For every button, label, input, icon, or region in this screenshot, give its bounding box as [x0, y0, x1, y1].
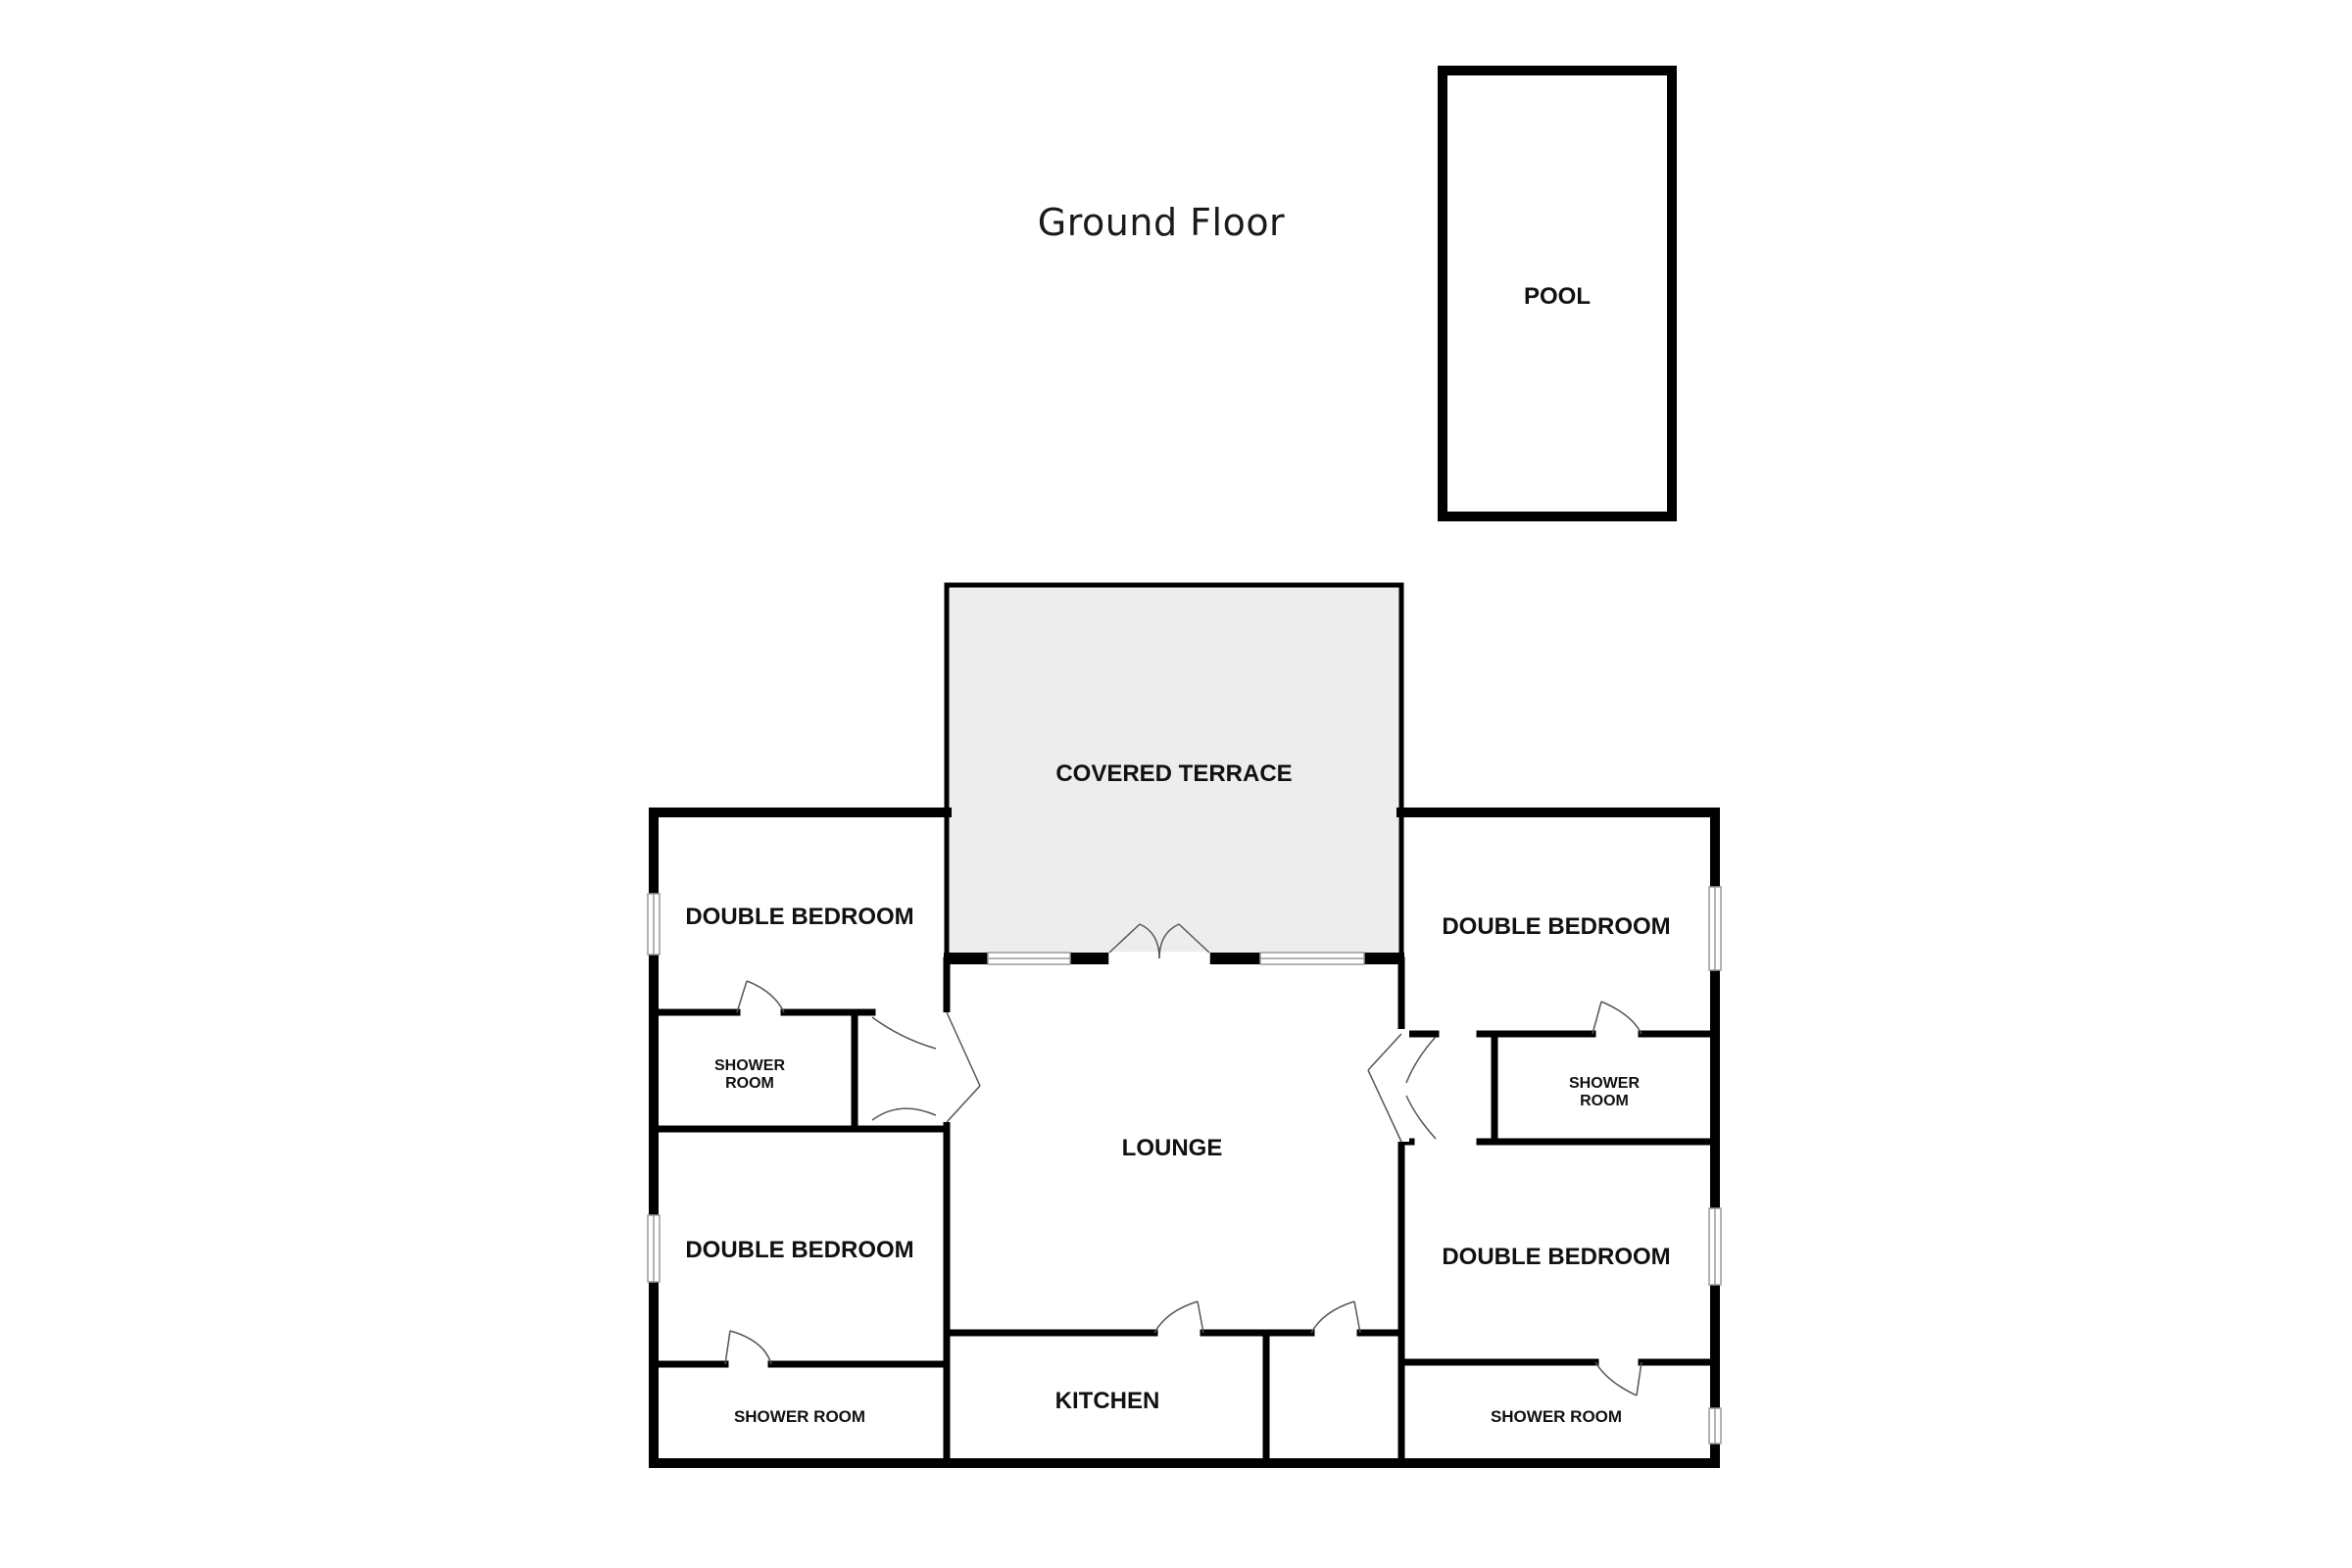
door-west-lounge[interactable] — [871, 1011, 981, 1123]
windows — [647, 886, 1722, 1445]
kitchen-label: KITCHEN — [1055, 1388, 1160, 1414]
shower-room-w-label-line2: ROOM — [725, 1075, 774, 1092]
pool-outline — [1438, 66, 1677, 521]
shower-room-e-label-line2: ROOM — [1580, 1093, 1629, 1109]
pool-label: POOL — [1524, 283, 1591, 310]
door-sw-shower[interactable] — [724, 1330, 772, 1365]
door-gaps — [939, 1012, 1409, 1142]
double-bedroom-se-label: DOUBLE BEDROOM — [1442, 1244, 1670, 1270]
shower-room-w-label-line1: SHOWER — [714, 1057, 785, 1074]
covered-terrace-area — [944, 582, 1404, 963]
door-ne-shower[interactable] — [1592, 1001, 1642, 1035]
covered-terrace-label: COVERED TERRACE — [1055, 760, 1292, 787]
shower-room-sw-label: SHOWER ROOM — [734, 1407, 865, 1426]
interior-walls — [650, 956, 1719, 1467]
double-bedroom-ne-label: DOUBLE BEDROOM — [1442, 913, 1670, 940]
lounge-label: LOUNGE — [1122, 1135, 1223, 1161]
double-bedroom-nw-label: DOUBLE BEDROOM — [685, 904, 913, 930]
door-nw-shower[interactable] — [736, 980, 785, 1013]
door-east-lounge[interactable] — [1367, 1033, 1437, 1143]
shower-room-se-label: SHOWER ROOM — [1491, 1407, 1622, 1426]
door-se-shower[interactable] — [1594, 1361, 1642, 1396]
floor-title: Ground Floor — [1038, 201, 1285, 244]
door-utility[interactable] — [1310, 1300, 1361, 1334]
door-kitchen[interactable] — [1153, 1300, 1204, 1334]
double-bedroom-sw-label: DOUBLE BEDROOM — [685, 1237, 913, 1263]
doors[interactable] — [724, 923, 1642, 1396]
shower-room-e-label-line1: SHOWER — [1569, 1075, 1640, 1092]
terrace-french-door[interactable] — [1108, 923, 1210, 965]
